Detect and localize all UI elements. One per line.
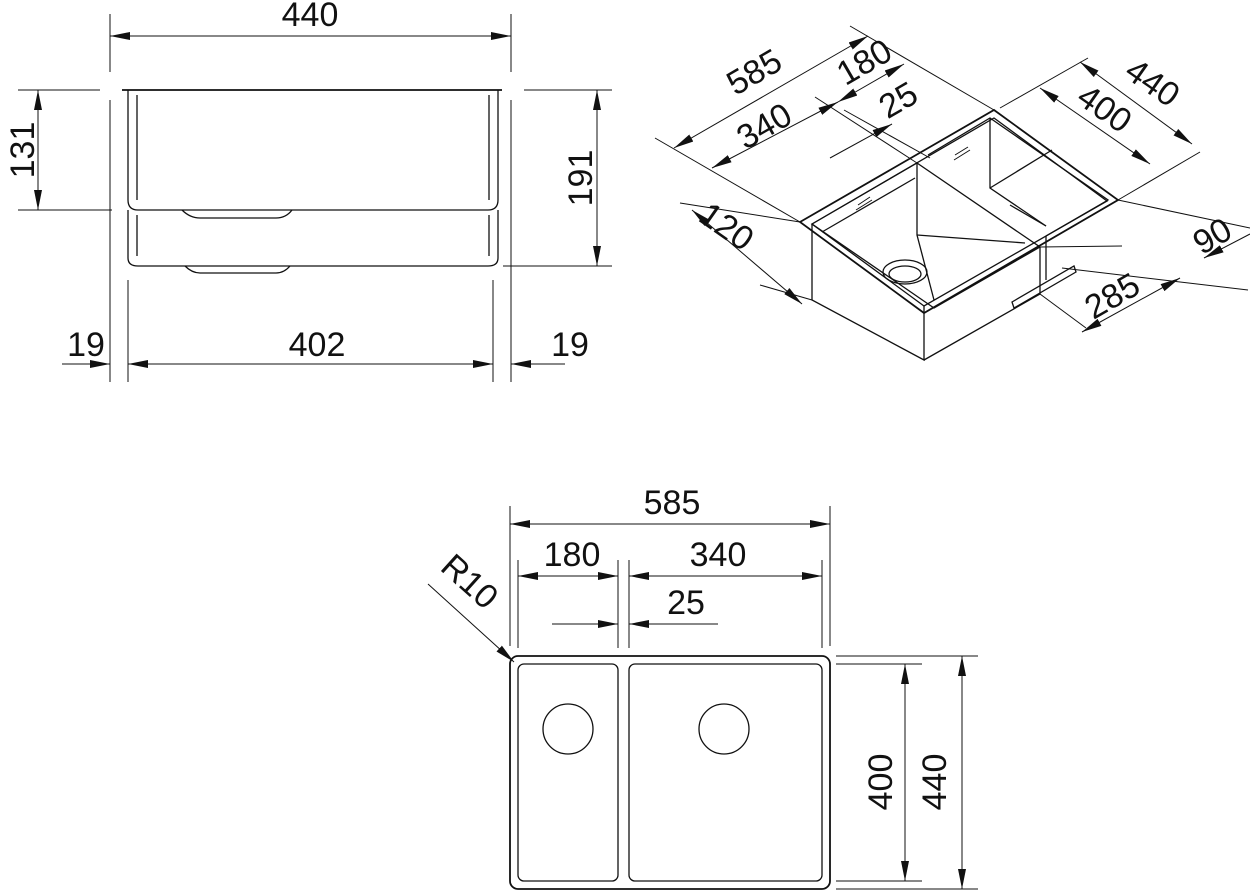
iso-dim-label-right-offset: 90 xyxy=(1187,211,1239,263)
plan-dim-label-small-bowl: 180 xyxy=(544,536,601,574)
small-bowl xyxy=(517,663,619,882)
iso-dim-line-right-offset xyxy=(1203,233,1250,259)
dim-label-small-bowl-depth: 131 xyxy=(4,122,42,179)
large-bowl-drain xyxy=(698,703,750,755)
dim-label-right-flange: 19 xyxy=(551,326,589,364)
plan-dim-label-total-length: 585 xyxy=(644,484,701,522)
front-view: 440 131 191 402 19 19 xyxy=(4,0,612,382)
iso-dim-line-small-bowl xyxy=(837,63,905,103)
front-view-sink-body xyxy=(122,89,502,274)
iso-dim-label-left-offset: 120 xyxy=(692,195,760,259)
front-view-dimension-lines xyxy=(34,32,601,368)
dim-label-large-bowl-depth: 191 xyxy=(562,150,600,207)
plan-dim-line-radius xyxy=(427,583,515,663)
iso-dim-line-total-length xyxy=(673,35,869,149)
iso-dim-line-divider xyxy=(829,123,893,159)
plan-view-dimension-lines xyxy=(427,520,966,889)
iso-view-sink-body xyxy=(798,108,1120,362)
plan-view: 585 180 340 25 R10 400 440 xyxy=(427,484,978,890)
iso-dim-line-left-offset xyxy=(691,209,803,305)
iso-dim-line-inner-depth xyxy=(1039,87,1151,165)
plan-dim-label-divider: 25 xyxy=(667,584,705,622)
iso-view: 585 180 340 25 440 400 120 285 90 xyxy=(654,25,1250,362)
iso-dim-label-total-length: 585 xyxy=(720,42,788,103)
iso-dim-label-large-bowl: 340 xyxy=(730,96,798,157)
plan-view-sink-body xyxy=(509,655,831,890)
small-bowl-drain xyxy=(542,703,594,755)
plan-dim-label-total-depth: 440 xyxy=(916,754,954,811)
iso-dim-line-large-bowl xyxy=(711,101,839,169)
iso-dim-label-divider: 25 xyxy=(873,75,925,127)
dim-label-bowl-width: 402 xyxy=(289,326,346,364)
large-bowl xyxy=(628,663,823,882)
plan-dim-label-corner-radius: R10 xyxy=(433,547,505,617)
iso-dim-line-drain-offset xyxy=(1081,277,1181,333)
dim-label-left-flange: 19 xyxy=(67,326,105,364)
dim-label-overall-width: 440 xyxy=(282,0,339,34)
plan-dim-label-large-bowl: 340 xyxy=(690,536,747,574)
front-view-extension-lines xyxy=(18,14,612,382)
plan-dim-label-inner-depth: 400 xyxy=(862,754,900,811)
iso-dim-label-drain-offset: 285 xyxy=(1078,266,1146,327)
iso-view-dimension-lines xyxy=(673,35,1250,333)
